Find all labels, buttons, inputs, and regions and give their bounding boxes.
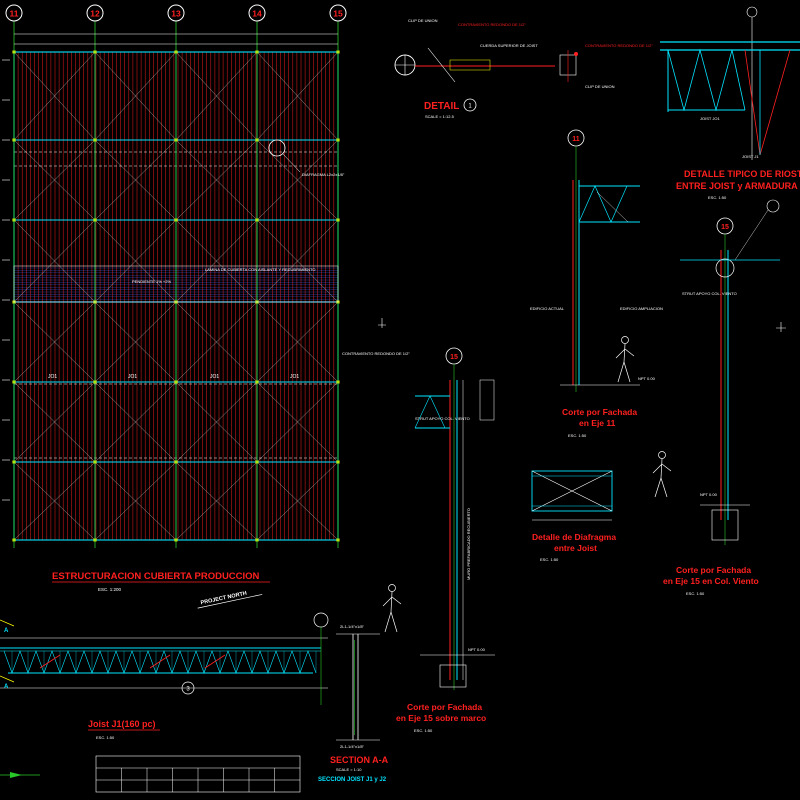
joist-scale: ESC. 1:50 [96, 735, 115, 740]
section11-scale: ESC. 1:50 [568, 433, 587, 438]
detail1-label: CUERDA SUPERIOR DE JOIST [480, 43, 538, 48]
svg-text:DIAFRAGMA L2x2x1/8": DIAFRAGMA L2x2x1/8" [302, 172, 345, 177]
section11-label: NPT 0.00 [638, 376, 656, 381]
joist-truss [0, 647, 321, 674]
skylight-band: PENDIENTE 1% +2% LAMINA DE CUBIERTA CON … [13, 265, 339, 303]
svg-text:14: 14 [252, 9, 262, 19]
section15-wind-label: NPT 0.00 [700, 492, 718, 497]
diaphragm-title: Detalle de Diafragma [532, 532, 616, 542]
diaphragm-detail: Detalle de Diafragma entre Joist ESC. 1:… [531, 470, 616, 562]
grid-bubble-13: 13 [167, 4, 185, 548]
joist-label: JO1 [48, 374, 57, 380]
section-axis-15-frame: 15 STRUT APOYO COL. VIENTO NPT 0.00 MURO… [382, 347, 495, 733]
section-marker [378, 318, 386, 328]
section-axis-11: 11 EDIFICIO ACTUAL EDIFICIO AMPLIACION N… [530, 129, 663, 438]
section15-wind-title: en Eje 15 en Col. Viento [663, 576, 759, 586]
detail1-label: CONTRAVIENTO REDONDO DE 1/2" [585, 43, 653, 48]
section-aa-scale: SCALE = 1:10 [336, 767, 362, 772]
section-a-a: 2L1-1/4"x1/8" 2L1-1/4"x1/8" SECTION A-A … [318, 624, 389, 783]
typical-bracing-detail: JOIST JO1 JOIST J1 DETALLE TIPICO DE RIO… [660, 6, 800, 200]
svg-text:PENDIENTE 1% +2%: PENDIENTE 1% +2% [132, 279, 171, 284]
x-bracing [13, 51, 339, 541]
roof-sheeting-hatch [13, 52, 339, 540]
roof-plan: 11 12 13 14 15 PENDIE [2, 4, 410, 609]
section15-frame-title: en Eje 15 sobre marco [396, 713, 486, 723]
typical-detail-title: DETALLE TIPICO DE RIOSTRA [684, 169, 800, 179]
joist-marker: A [4, 684, 9, 690]
svg-text:1: 1 [468, 104, 472, 110]
section15-wind-scale: ESC. 1:50 [686, 591, 705, 596]
detail1-title: DETAIL [424, 101, 459, 112]
section11-title: en Eje 11 [579, 418, 616, 428]
detail1-label: CLIP DE UNION [408, 18, 438, 23]
plan-title: ESTRUCTURACION CUBIERTA PRODUCCION [52, 571, 260, 582]
section11-label: EDIFICIO AMPLIACION [620, 306, 663, 311]
typical-detail-label: JOIST JO1 [700, 116, 720, 121]
section15-frame-title: Corte por Fachada [407, 702, 482, 712]
section-axis-15-wind-column: 15 STRUT APOYO COL. VIENTO NPT 0.00 Cort… [652, 199, 786, 596]
schedule-table [95, 755, 301, 793]
svg-text:11: 11 [10, 9, 19, 19]
typical-detail-scale: ESC. 1:50 [708, 195, 727, 200]
human-scale-figure [652, 451, 672, 498]
section-aa-top-label: 2L1-1/4"x1/8" [340, 624, 365, 629]
diaphragm-title: entre Joist [554, 543, 597, 553]
dimension-chain [14, 33, 338, 45]
joist-elevation: 3 A A Joist J1(160 pc) ESC. 1:50 [0, 612, 329, 740]
section15-wind-title: Corte por Fachada [676, 565, 751, 575]
brace-note: CONTRAVIENTO REDONDO DE 1/2" [342, 351, 410, 356]
joist-marker: A [4, 628, 9, 634]
detail1-label: CLIP DE UNION [585, 84, 615, 89]
section-aa-bottom-label: 2L1-1/4"x1/8" [340, 744, 365, 749]
section15-frame-label: MURO PREFABRICADO RECUBIERTO [466, 508, 471, 580]
project-north-label: PROJECT NORTH [200, 591, 247, 607]
section15-frame-scale: ESC. 1:50 [414, 728, 433, 733]
section15-frame-label: NPT 0.00 [468, 647, 486, 652]
section11-label: EDIFICIO ACTUAL [530, 306, 565, 311]
typical-detail-label: JOIST J1 [742, 154, 759, 159]
section-aa-subtitle: SECCION JOIST J1 y J2 [318, 777, 387, 783]
grid-bubble-14: 14 [248, 4, 266, 548]
svg-text:15: 15 [721, 224, 729, 231]
svg-text:13: 13 [171, 9, 181, 19]
svg-text:15: 15 [333, 9, 343, 19]
joist-label: JO1 [128, 374, 137, 380]
detail1-label: CONTRAVIENTO REDONDO DE 1/2" [458, 22, 526, 27]
grid-bubble-12: 12 [86, 4, 104, 548]
human-scale-figure [382, 584, 402, 633]
joist-label: JO1 [290, 374, 299, 380]
section15-wind-label: STRUT APOYO COL. VIENTO [682, 291, 737, 296]
svg-text:LAMINA DE CUBIERTA CON AISLANT: LAMINA DE CUBIERTA CON AISLANTE Y RECUBR… [205, 267, 316, 272]
section11-title: Corte por Fachada [562, 407, 637, 417]
human-scale-figure [615, 336, 635, 383]
joist-label: JO1 [210, 374, 219, 380]
detail-1: CLIP DE UNION CONTRAVIENTO REDONDO DE 1/… [394, 18, 653, 119]
section15-frame-label: STRUT APOYO COL. VIENTO [415, 416, 470, 421]
svg-text:11: 11 [572, 136, 580, 143]
svg-text:3: 3 [186, 687, 190, 693]
joist-title: Joist J1(160 pc) [88, 719, 156, 729]
plan-scale: ESC. 1:200 [98, 587, 122, 592]
section-aa-title: SECTION A-A [330, 755, 389, 765]
typical-detail-title: ENTRE JOIST y ARMADURA [676, 181, 798, 191]
detail1-scale: SCALE = 1:12.5 [425, 114, 455, 119]
svg-text:12: 12 [90, 9, 100, 19]
svg-text:15: 15 [450, 354, 458, 361]
diaphragm-scale: ESC. 1:50 [540, 557, 559, 562]
detail-callout-1: DIAFRAGMA L2x2x1/8" [268, 139, 345, 177]
